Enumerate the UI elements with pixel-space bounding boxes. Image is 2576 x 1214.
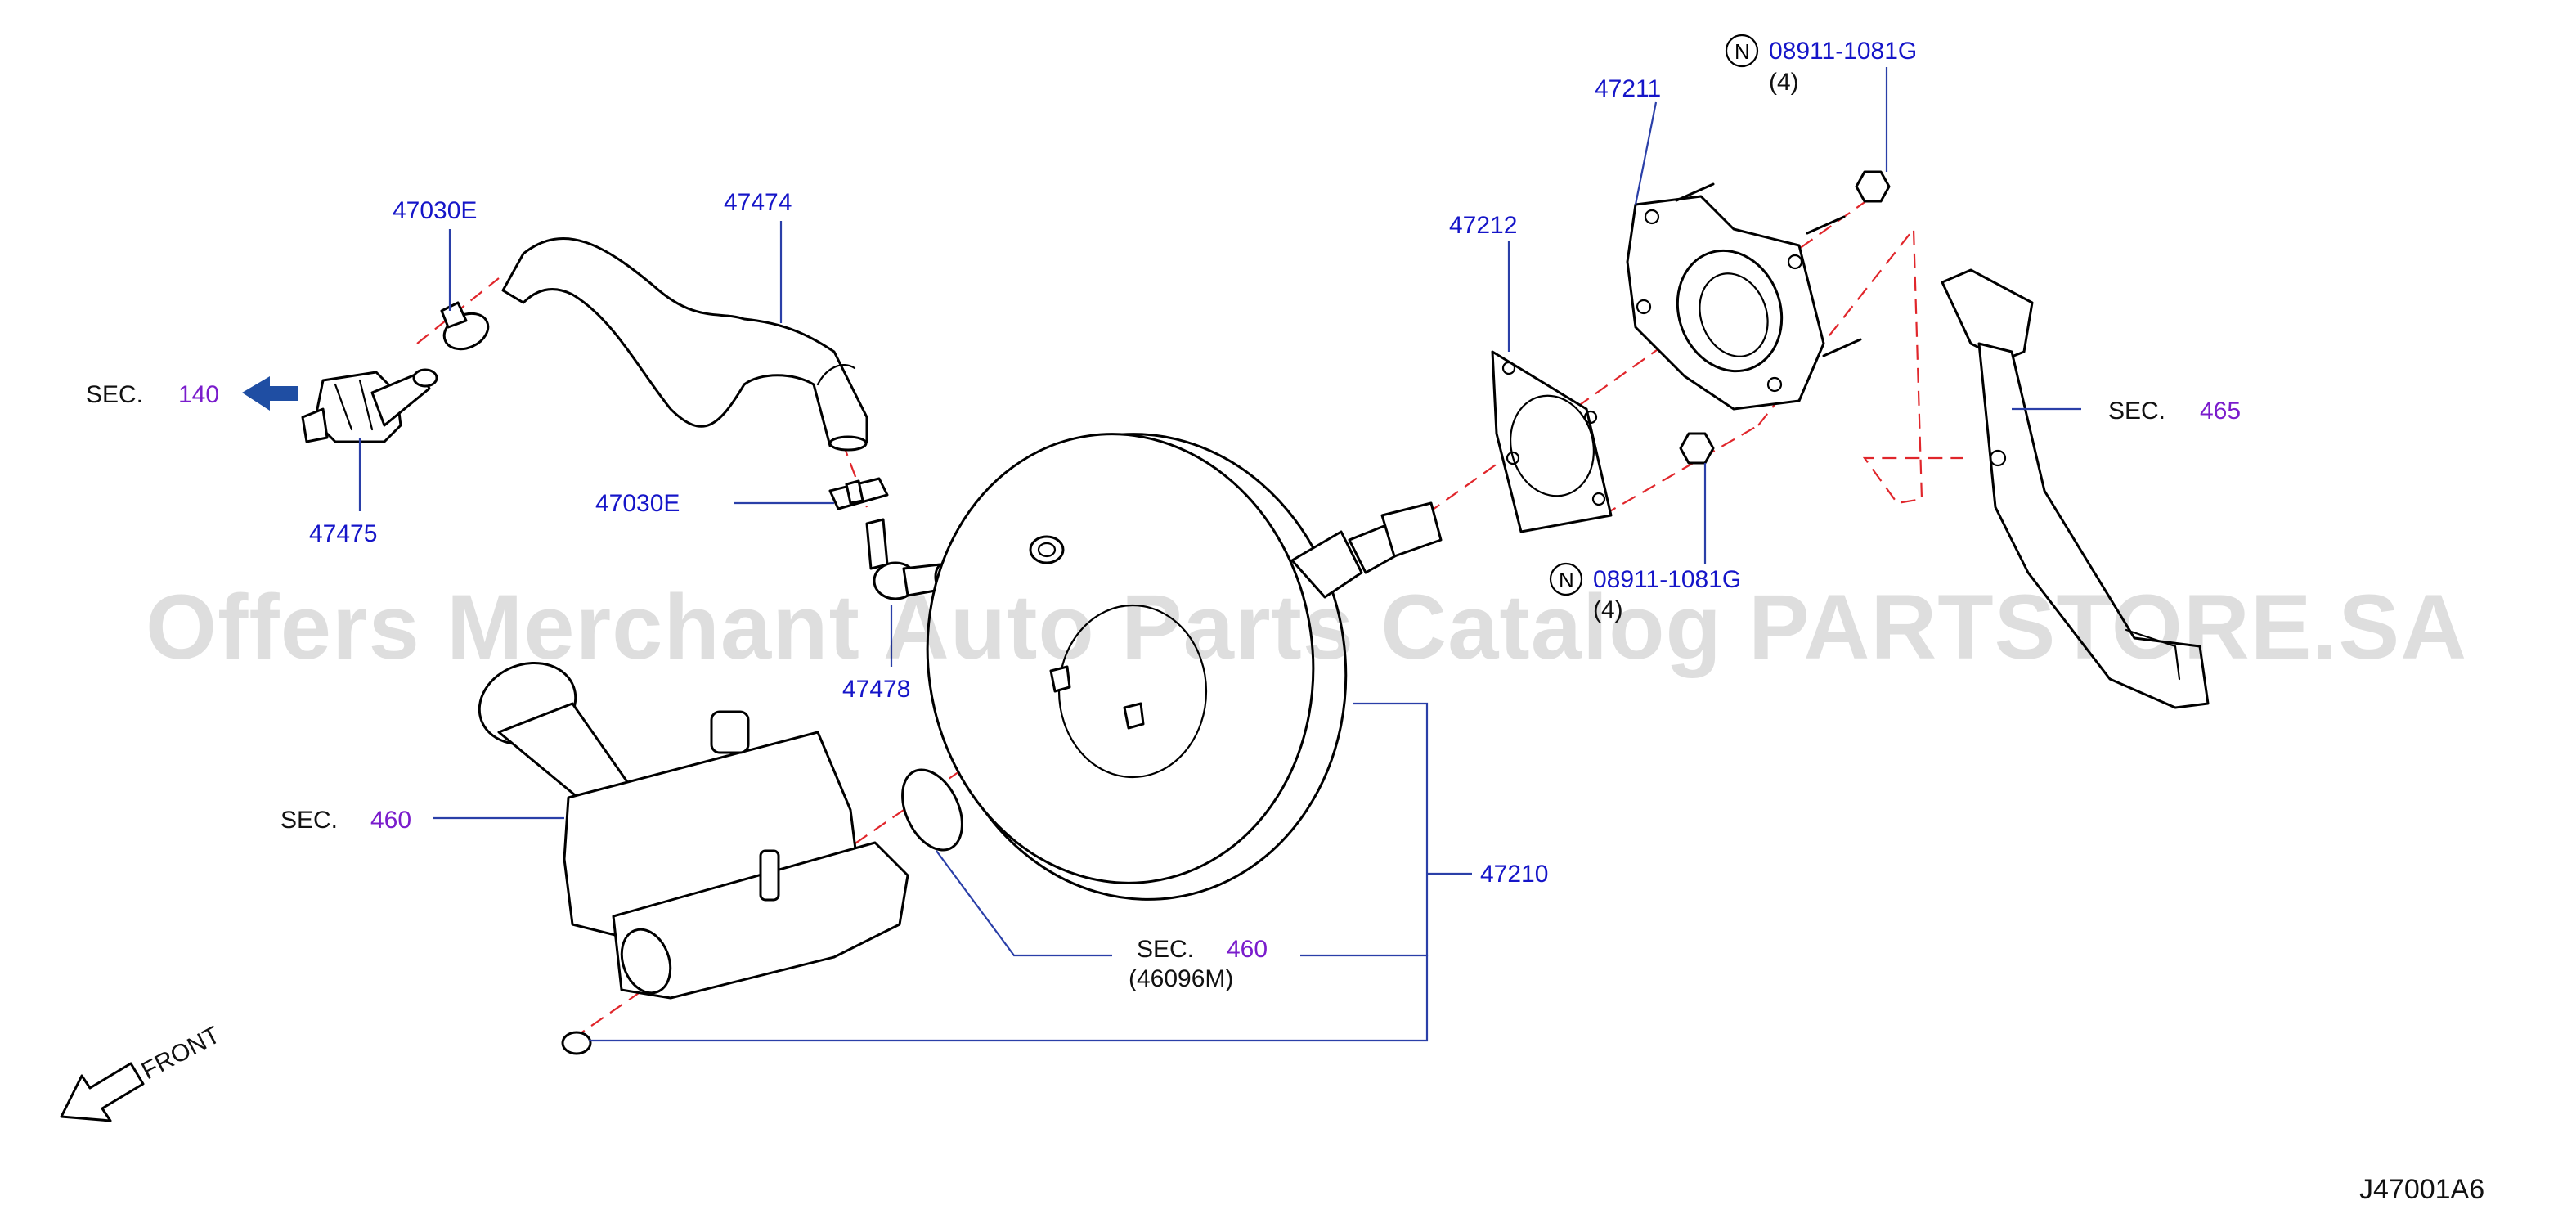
callout-nut-upper: 08911-1081G xyxy=(1769,38,1917,65)
check-valve-connector xyxy=(301,368,438,443)
sec-engine: 140 xyxy=(178,381,219,408)
callout-nut-lower: 08911-1081G xyxy=(1593,566,1741,593)
callout-check-valve-connector: 47475 xyxy=(309,520,377,547)
callout-bracket: 47211 xyxy=(1595,75,1661,102)
n-mark-upper xyxy=(1725,34,1759,68)
watermark: Offers Merchant Auto Parts Catalog PARTS… xyxy=(146,576,2467,678)
callout-vacuum-hose: 47474 xyxy=(724,189,792,216)
hose-clamp-upper xyxy=(440,301,490,351)
mounting-bracket xyxy=(1626,182,1862,411)
callout-hose-clamp-upper: 47030E xyxy=(393,197,477,224)
callout-gasket: 47212 xyxy=(1449,212,1517,239)
sec-prefix-engine: SEC. xyxy=(86,381,143,408)
master-cylinder xyxy=(478,661,909,1055)
sec-brake-pedal: 465 xyxy=(2200,398,2241,425)
hose-clamp-lower xyxy=(828,477,889,510)
callout-booster-assy: 47210 xyxy=(1480,861,1548,888)
callout-hose-clamp-lower: 47030E xyxy=(595,490,680,517)
brake-booster xyxy=(926,433,1443,901)
brake-pedal xyxy=(1941,268,2210,709)
n-mark-lower xyxy=(1549,562,1583,596)
front-label: FRONT xyxy=(137,1022,225,1086)
callout-check-valve: 47478 xyxy=(842,676,910,703)
gasket xyxy=(1491,350,1613,533)
sec-o-ring-part: (46096M) xyxy=(1129,965,1233,992)
leader-lines xyxy=(358,67,2081,1042)
drawing-code: J47001A6 xyxy=(2359,1174,2484,1205)
sec-prefix-master-cylinder: SEC. xyxy=(280,807,338,834)
sec-o-ring: 460 xyxy=(1227,936,1268,963)
sec-master-cylinder: 460 xyxy=(370,807,411,834)
nut-lower xyxy=(1679,432,1715,465)
sec-prefix-o-ring: SEC. xyxy=(1137,936,1194,963)
vacuum-hose xyxy=(501,236,868,452)
engine-direction-arrow xyxy=(242,376,298,411)
o-ring xyxy=(901,768,963,852)
n-mark-upper-letter: N xyxy=(1735,39,1750,64)
sec-prefix-brake-pedal: SEC. xyxy=(2108,398,2165,425)
callout-nut-lower-qty: (4) xyxy=(1593,596,1623,623)
n-mark-lower-letter: N xyxy=(1559,568,1574,592)
nut-upper xyxy=(1855,170,1891,203)
front-direction-indicator: FRONT xyxy=(60,1022,225,1122)
callout-nut-upper-qty: (4) xyxy=(1769,69,1799,96)
